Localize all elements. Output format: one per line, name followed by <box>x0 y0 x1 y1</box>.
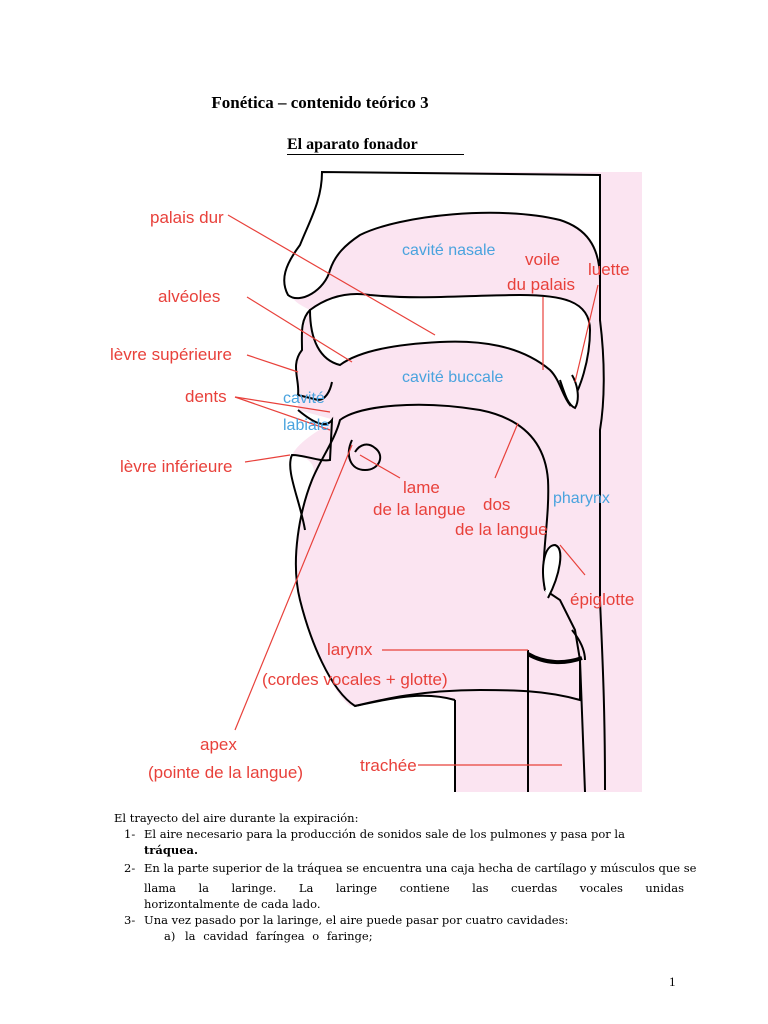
label-luette: luette <box>588 260 630 279</box>
vocal-cords-line <box>526 652 583 665</box>
item-text: En la parte superior de la tráquea se en… <box>144 861 697 875</box>
label-larynx-1: larynx <box>327 640 373 659</box>
label-voile-1: voile <box>525 250 560 269</box>
label-cavite-labiale-2: labiale <box>283 417 329 434</box>
label-trachee: trachée <box>360 756 417 775</box>
label-voile-2: du palais <box>507 275 575 294</box>
intro-line: El trayecto del aire durante la expiraci… <box>114 811 359 825</box>
pharynx-wall <box>599 175 606 791</box>
trachea-outline <box>527 629 586 793</box>
vocal-tract-diagram: palais dur alvéoles lèvre supérieure den… <box>110 170 642 793</box>
subtitle-wrap: El aparato fonador <box>287 134 464 155</box>
list-item: 3- Una vez pasado por la laringe, el air… <box>124 912 760 928</box>
list-item: 1- El aire necesario para la producción … <box>124 826 760 858</box>
label-dos-1: dos <box>483 495 510 514</box>
label-dos-2: de la langue <box>455 520 548 539</box>
nasal-cavity-shape <box>283 170 601 300</box>
label-dents: dents <box>185 387 227 406</box>
label-epiglotte: épiglotte <box>570 590 634 609</box>
item-text-line3: horizontalmente de cada lado. <box>144 897 321 911</box>
item-number: 2- <box>124 861 136 875</box>
label-cavite-labiale-1: cavité <box>283 390 325 407</box>
epiglottis-shape <box>542 543 562 599</box>
pointer-lines <box>227 214 599 766</box>
label-apex-1: apex <box>200 735 237 754</box>
uvula-shape <box>559 374 579 410</box>
item-text: El aire necesario para la producción de … <box>144 827 625 841</box>
label-palais-dur: palais dur <box>150 208 224 227</box>
label-lame-2: de la langue <box>373 500 466 519</box>
label-cavite-buccale: cavité buccale <box>402 369 503 386</box>
label-levre-inferieure: lèvre inférieure <box>120 457 232 476</box>
item-text-line2: llama la laringe. La laringe contiene la… <box>144 881 684 895</box>
label-cavite-nasale: cavité nasale <box>402 242 495 259</box>
item-text: Una vez pasado por la laringe, el aire p… <box>144 913 569 927</box>
upper-lip-outline <box>294 309 333 402</box>
item-number: 3- <box>124 913 136 927</box>
label-alveoles: alvéoles <box>158 287 220 306</box>
item-bold-text: tráquea. <box>144 843 198 857</box>
label-lame-1: lame <box>403 478 440 497</box>
sub-item-letter: a) <box>164 929 176 943</box>
tongue-shape <box>294 403 581 708</box>
label-pharynx: pharynx <box>553 490 610 507</box>
throat-front-outline <box>354 694 456 792</box>
list-item: 2- En la parte superior de la tráquea se… <box>124 860 760 912</box>
sub-list-item: a) la cavidad faríngea o faringe; <box>164 928 373 944</box>
page-number: 1 <box>669 974 676 989</box>
document-title: Fonética – contenido teórico 3 <box>211 93 429 112</box>
lower-lip-outline <box>289 409 334 531</box>
label-apex-2: (pointe de la langue) <box>148 763 303 782</box>
label-larynx-2: (cordes vocales + glotte) <box>262 670 448 689</box>
tongue-tip-outline <box>347 439 382 472</box>
label-levre-superieure: lèvre supérieure <box>110 345 232 364</box>
sub-item-text: la cavidad faríngea o faringe; <box>185 929 373 943</box>
document-subtitle: El aparato fonador <box>287 136 464 155</box>
item-number: 1- <box>124 827 136 841</box>
